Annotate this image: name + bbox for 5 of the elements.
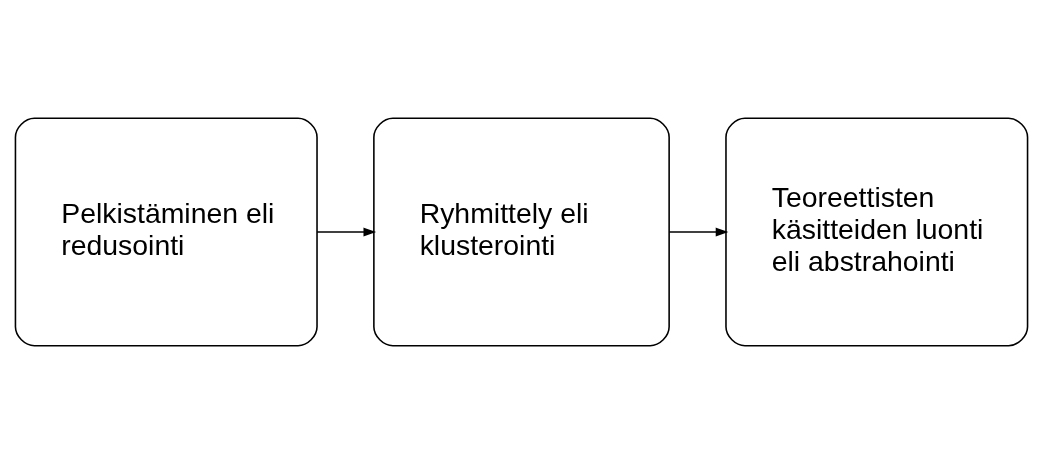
node-box: Ryhmittely eli klusterointi (373, 117, 670, 346)
node-box: Teoreettisten käsitteiden luonti eli abstrahointi (725, 117, 1029, 346)
node-box: Pelkistäminen eli redusointi (14, 117, 318, 346)
arrow (668, 227, 729, 236)
arrow (316, 227, 377, 236)
